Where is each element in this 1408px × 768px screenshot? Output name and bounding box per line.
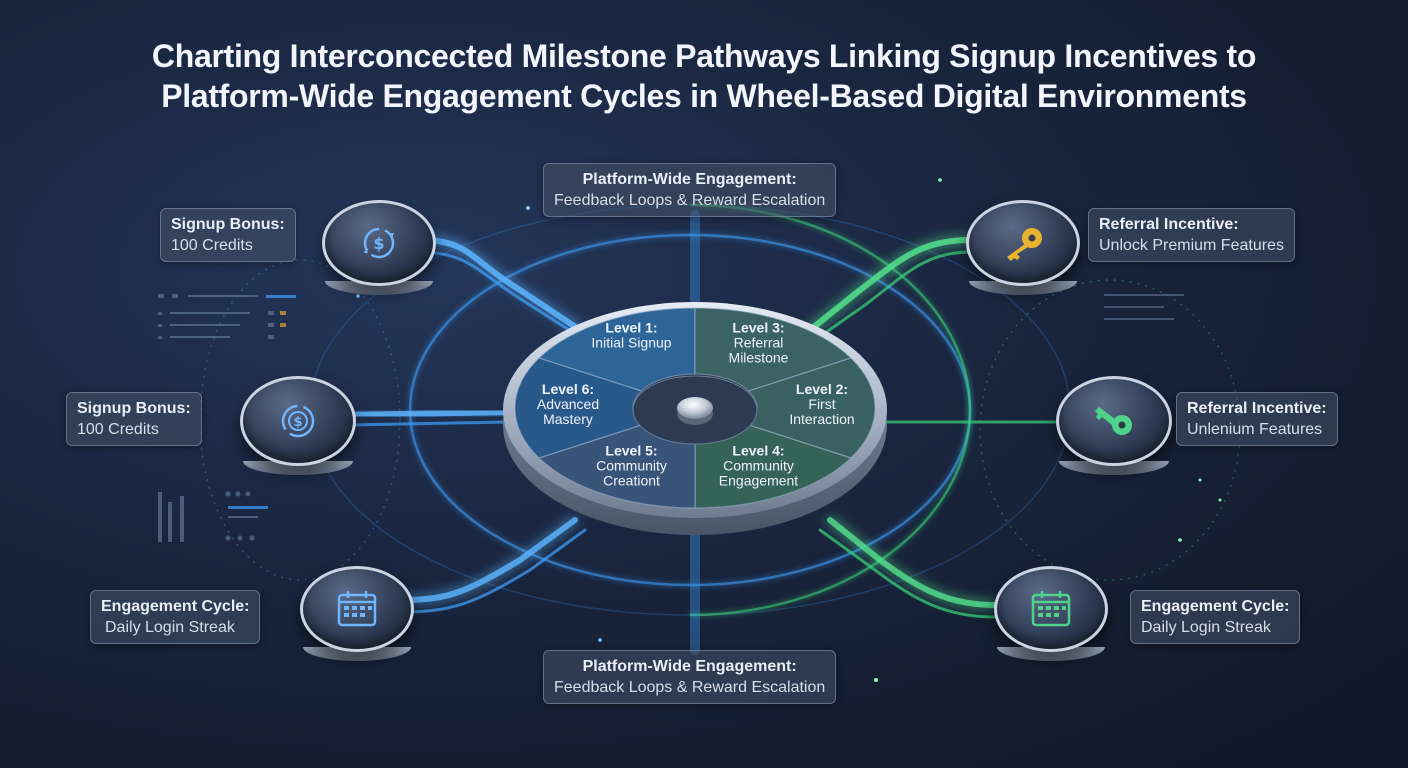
- label-sub: Daily Login Streak: [105, 619, 235, 636]
- calendar-icon: [1029, 589, 1073, 629]
- svg-text:$: $: [373, 234, 384, 253]
- node-signup-bonus-mid[interactable]: $: [240, 376, 356, 475]
- label-signup-bonus-mid: Signup Bonus: 100 Credits: [66, 392, 202, 446]
- label-title: Referral Incentive:: [1187, 400, 1327, 417]
- dollar-cycle-icon: $: [357, 221, 401, 265]
- label-signup-bonus-top: Signup Bonus: 100 Credits: [160, 208, 296, 262]
- label-sub: 100 Credits: [171, 237, 253, 254]
- label-title: Referral Incentive:: [1099, 216, 1239, 233]
- decorative-panel-left-top: [158, 294, 296, 339]
- label-sub: Unlock Premium Features: [1099, 237, 1284, 254]
- wheel-segments: [514, 307, 876, 509]
- svg-text:$: $: [293, 415, 302, 430]
- label-title: Signup Bonus:: [77, 400, 191, 417]
- label-sub: Daily Login Streak: [1141, 619, 1271, 636]
- node-engagement-cycle-right[interactable]: [994, 566, 1108, 661]
- wheel-hub: [632, 375, 758, 445]
- label-title: Platform-Wide Engagement:: [582, 658, 797, 675]
- node-referral-incentive-mid[interactable]: [1056, 376, 1172, 475]
- label-engagement-cycle-right: Engagement Cycle: Daily Login Streak: [1130, 590, 1301, 644]
- title-line-1: Charting Interconcected Milestone Pathwa…: [151, 38, 1257, 74]
- key-icon: [1089, 399, 1139, 443]
- label-title: Platform-Wide Engagement:: [582, 171, 797, 188]
- node-engagement-cycle-left[interactable]: [300, 566, 414, 661]
- dollar-cycle-icon: $: [274, 397, 322, 445]
- key-icon: [999, 223, 1047, 263]
- node-signup-bonus-top[interactable]: $: [322, 200, 436, 295]
- label-title: Engagement Cycle:: [1141, 598, 1290, 615]
- decorative-panel-right: [1104, 294, 1184, 320]
- label-referral-incentive-mid: Referral Incentive: Unlenium Features: [1176, 392, 1338, 446]
- label-title: Signup Bonus:: [171, 216, 285, 233]
- node-referral-incentive-top[interactable]: [966, 200, 1080, 295]
- sparkle-dots: [356, 178, 1222, 682]
- label-title: Engagement Cycle:: [101, 598, 250, 615]
- wheel-segment-label-1: Level 1:Initial Signup: [591, 320, 671, 351]
- label-sub: Feedback Loops & Reward Escalation: [554, 192, 826, 209]
- calendar-icon: [335, 589, 379, 629]
- label-sub: 100 Credits: [77, 421, 159, 438]
- label-platform-engagement-bottom: Platform-Wide Engagement: Feedback Loops…: [543, 650, 837, 704]
- page-title: Charting Interconcected Milestone Pathwa…: [0, 36, 1408, 116]
- label-sub: Unlenium Features: [1187, 421, 1323, 438]
- decorative-panel-left-bottom: [158, 491, 268, 542]
- label-platform-engagement-top: Platform-Wide Engagement: Feedback Loops…: [543, 163, 837, 217]
- label-engagement-cycle-left: Engagement Cycle: Daily Login Streak: [90, 590, 261, 644]
- label-sub: Feedback Loops & Reward Escalation: [554, 679, 826, 696]
- label-referral-incentive-top: Referral Incentive: Unlock Premium Featu…: [1088, 208, 1295, 262]
- title-line-2: Platform-Wide Engagement Cycles in Wheel…: [161, 78, 1247, 114]
